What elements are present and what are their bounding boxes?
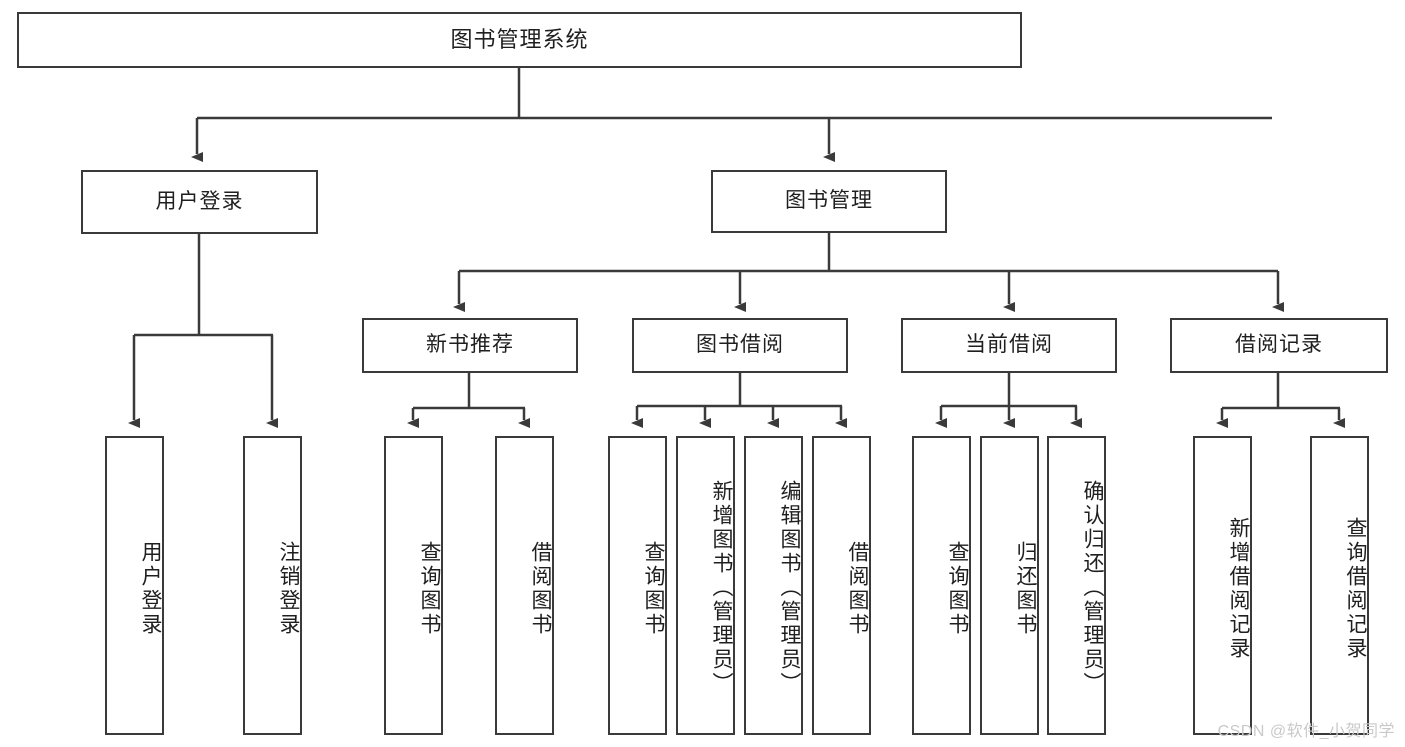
- leaf-query-book-current[interactable]: 查询图书: [912, 436, 971, 735]
- node-current-borrow[interactable]: 当前借阅: [901, 318, 1117, 373]
- leaf-add-book-admin[interactable]: 新增图书（管理员）: [676, 436, 735, 735]
- leaf-query-book-recommend[interactable]: 查询图书: [384, 436, 443, 735]
- node-book-borrow[interactable]: 图书借阅: [632, 318, 848, 373]
- node-book-management[interactable]: 图书管理: [711, 170, 947, 233]
- node-borrow-record[interactable]: 借阅记录: [1170, 318, 1388, 373]
- node-root-system[interactable]: 图书管理系统: [17, 12, 1022, 68]
- leaf-query-borrow-record[interactable]: 查询借阅记录: [1310, 436, 1369, 735]
- leaf-add-borrow-record[interactable]: 新增借阅记录: [1193, 436, 1252, 735]
- leaf-return-book[interactable]: 归还图书: [980, 436, 1039, 735]
- leaf-query-book-borrow[interactable]: 查询图书: [608, 436, 667, 735]
- leaf-borrow-book-recommend[interactable]: 借阅图书: [495, 436, 554, 735]
- leaf-borrow-book-borrow[interactable]: 借阅图书: [812, 436, 871, 735]
- leaf-user-login[interactable]: 用户登录: [105, 436, 164, 735]
- leaf-confirm-return-admin[interactable]: 确认归还（管理员）: [1047, 436, 1106, 735]
- watermark-credit: CSDN @软件_小贺同学: [1217, 723, 1395, 740]
- leaf-logout-login[interactable]: 注销登录: [243, 436, 302, 735]
- node-new-book-recommend[interactable]: 新书推荐: [362, 318, 578, 373]
- node-user-login[interactable]: 用户登录: [81, 170, 318, 234]
- leaf-edit-book-admin[interactable]: 编辑图书（管理员）: [744, 436, 803, 735]
